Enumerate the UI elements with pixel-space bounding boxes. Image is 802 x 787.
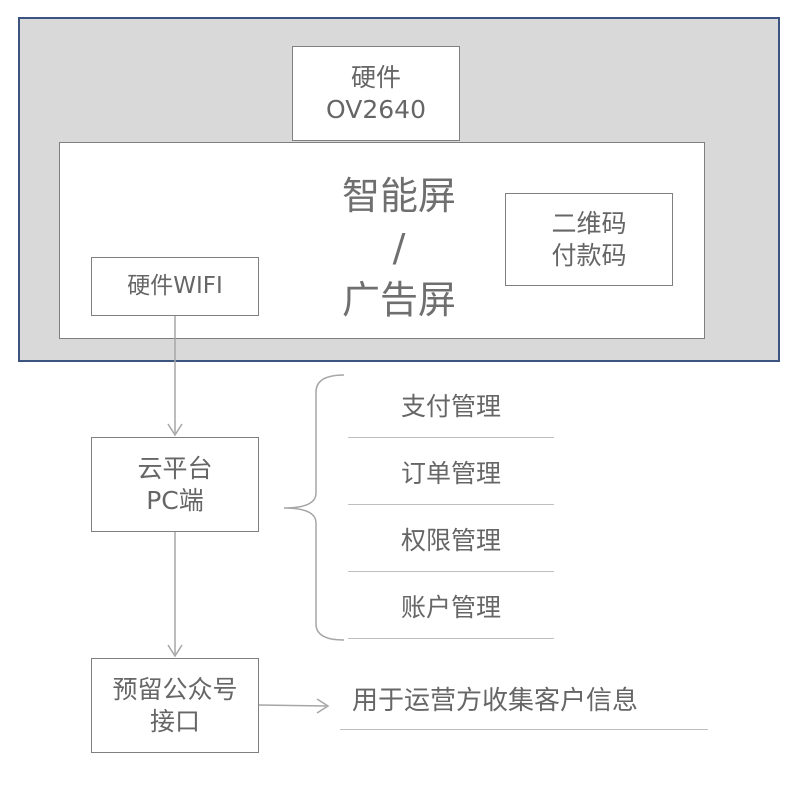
screen-title-line1: 智能屏	[341, 174, 456, 218]
management-item-orders: 订单管理	[348, 439, 554, 505]
cloud-platform-line2: PC端	[146, 485, 204, 515]
camera-label: 硬件	[350, 63, 401, 93]
management-brace	[283, 374, 345, 641]
arrowhead-cloud-to-official-account	[167, 644, 183, 658]
official-account-line1: 预留公众号	[112, 675, 238, 705]
qr-code-box: 二维码 付款码	[505, 193, 673, 286]
screen-title: 智能屏 / 广告屏	[259, 170, 539, 326]
screen-title-line3: 广告屏	[341, 278, 456, 322]
official-account-line2: 接口	[149, 706, 200, 736]
management-item-label: 支付管理	[400, 391, 501, 421]
management-item-accounts: 账户管理	[348, 573, 554, 639]
management-item-payment: 支付管理	[348, 372, 554, 438]
camera-model: OV2640	[326, 94, 426, 124]
info-collection-text: 用于运营方收集客户信息	[340, 668, 708, 730]
management-item-label: 订单管理	[400, 458, 501, 488]
management-item-permissions: 权限管理	[348, 506, 554, 572]
cloud-platform-line1: 云平台	[137, 454, 213, 484]
wifi-box: 硬件WIFI	[91, 257, 259, 316]
arrow-official-account-to-info	[258, 704, 327, 707]
wifi-label: 硬件WIFI	[127, 273, 223, 300]
screen-title-line2: /	[392, 226, 406, 270]
official-account-box: 预留公众号 接口	[91, 658, 259, 753]
cloud-platform-box: 云平台 PC端	[91, 437, 259, 532]
arrowhead-wifi-to-cloud	[167, 423, 183, 437]
management-item-label: 权限管理	[400, 525, 501, 555]
qr-code-line2: 付款码	[551, 240, 627, 270]
management-item-label: 账户管理	[400, 592, 501, 622]
camera-box: 硬件 OV2640	[292, 46, 460, 141]
qr-code-line1: 二维码	[551, 209, 627, 239]
info-collection-label: 用于运营方收集客户信息	[352, 686, 639, 716]
arrowhead-official-account-to-info	[316, 698, 330, 714]
